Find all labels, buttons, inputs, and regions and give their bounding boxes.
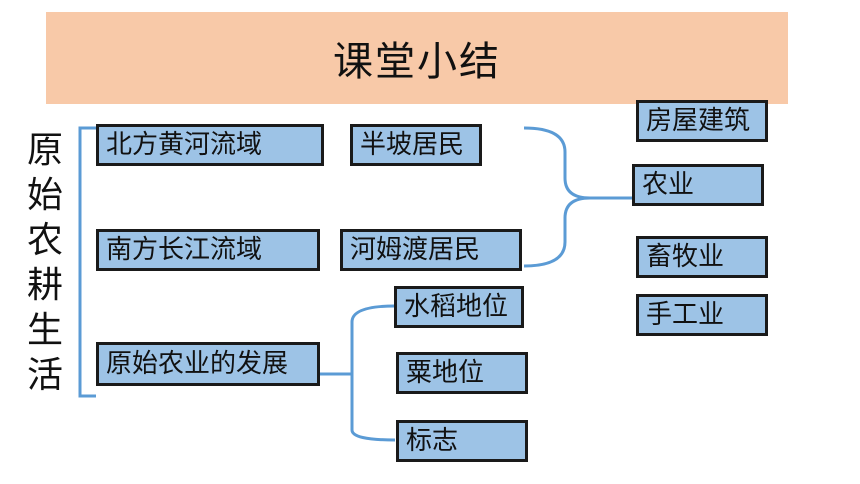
slide-title: 课堂小结	[333, 39, 501, 85]
side-title: 原始农耕生活	[26, 130, 63, 396]
hemudu-label: 河姆渡居民	[350, 235, 481, 265]
sign-label: 标志	[406, 426, 459, 456]
sign-box: 标志	[396, 420, 528, 462]
handicraft-box: 手工业	[636, 294, 768, 336]
south-region-label: 南方长江流域	[106, 235, 263, 265]
residents-brace	[523, 126, 632, 268]
title-banner: 课堂小结	[46, 12, 788, 104]
left-bracket	[78, 126, 96, 398]
rice-box: 水稻地位	[394, 286, 524, 328]
north-region-box: 北方黄河流域	[96, 124, 324, 166]
banpo-box: 半坡居民	[350, 124, 482, 166]
housing-label: 房屋建筑	[646, 106, 751, 136]
banpo-label: 半坡居民	[360, 130, 465, 160]
development-box: 原始农业的发展	[96, 342, 320, 386]
millet-box: 粟地位	[396, 352, 528, 394]
livestock-box: 畜牧业	[636, 236, 768, 278]
development-brace	[320, 304, 396, 442]
housing-box: 房屋建筑	[636, 100, 768, 142]
handicraft-label: 手工业	[646, 300, 725, 330]
hemudu-box: 河姆渡居民	[340, 229, 522, 271]
agriculture-label: 农业	[642, 170, 695, 200]
south-region-box: 南方长江流域	[96, 229, 320, 271]
millet-label: 粟地位	[406, 358, 485, 388]
rice-label: 水稻地位	[404, 292, 509, 322]
north-region-label: 北方黄河流域	[106, 130, 263, 160]
development-label: 原始农业的发展	[106, 349, 289, 379]
livestock-label: 畜牧业	[646, 242, 725, 272]
agriculture-box: 农业	[632, 164, 764, 206]
